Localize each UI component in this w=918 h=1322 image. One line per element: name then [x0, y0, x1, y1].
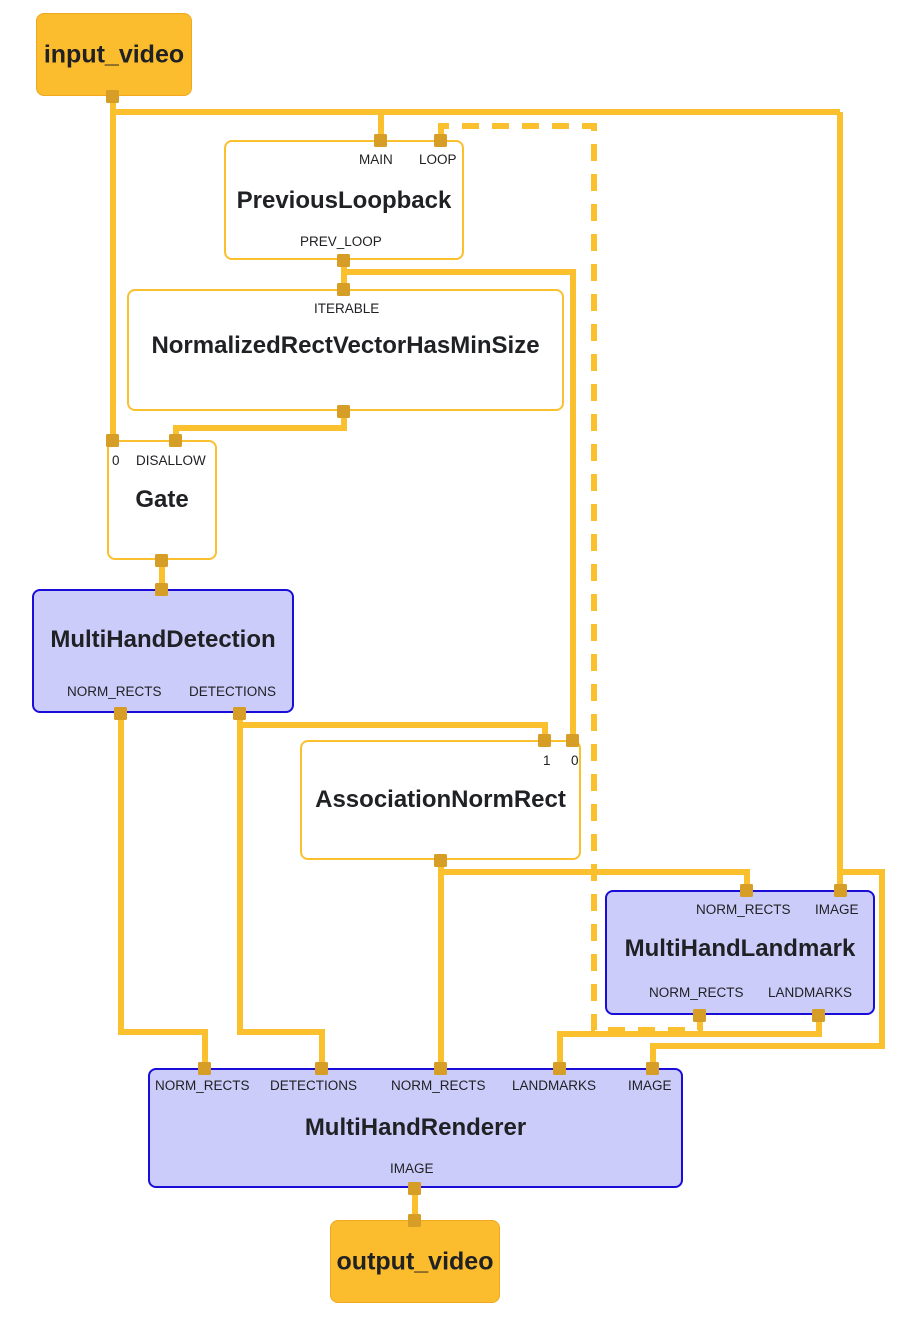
port-rend-norm-rects-2[interactable] — [434, 1062, 447, 1075]
node-label: MultiHandRenderer — [304, 1114, 527, 1141]
node-label: input_video — [43, 40, 185, 68]
port-previousloopback-loop[interactable] — [434, 134, 447, 147]
port-det-in[interactable] — [155, 583, 168, 596]
port-gate-out[interactable] — [155, 554, 168, 567]
edge-det-detections-to-assoc1 — [240, 722, 548, 740]
edge-det-normrects-to-renderer — [118, 713, 208, 1068]
node-associationnormrect[interactable]: AssociationNormRect 1 0 — [300, 740, 581, 860]
edge-assoc-to-landmark-normrects — [441, 869, 750, 890]
port-rend-image-out[interactable] — [408, 1182, 421, 1195]
port-rend-image-in[interactable] — [646, 1062, 659, 1075]
node-gate[interactable]: Gate 0 DISALLOW — [107, 440, 217, 560]
port-rend-detections[interactable] — [315, 1062, 328, 1075]
node-label: MultiHandDetection — [50, 626, 276, 653]
port-label-disallow: DISALLOW — [136, 453, 206, 468]
port-label-lm-out-landmarks: LANDMARKS — [768, 985, 853, 1000]
port-label-rend-norm-rects-2: NORM_RECTS — [391, 1078, 486, 1093]
port-label-rend-landmarks: LANDMARKS — [512, 1078, 597, 1093]
port-lm-out-norm-rects[interactable] — [693, 1009, 706, 1022]
port-gate-0[interactable] — [106, 434, 119, 447]
node-multihandlandmark[interactable]: MultiHandLandmark NORM_RECTS IMAGE NORM_… — [605, 890, 875, 1015]
node-normalizedrectvectorhasminsize[interactable]: NormalizedRectVectorHasMinSize ITERABLE — [127, 289, 564, 411]
port-assoc-0[interactable] — [566, 734, 579, 747]
port-det-norm-rects[interactable] — [114, 707, 127, 720]
node-label: output_video — [336, 1247, 494, 1275]
port-label-main: MAIN — [359, 152, 393, 167]
port-rend-landmarks[interactable] — [553, 1062, 566, 1075]
port-rend-norm-rects-1[interactable] — [198, 1062, 211, 1075]
port-output-video-in[interactable] — [408, 1214, 421, 1227]
port-label-lm-in-image: IMAGE — [815, 902, 859, 917]
port-lm-in-norm-rects[interactable] — [740, 884, 753, 897]
port-label-gate-0: 0 — [112, 453, 120, 468]
edge-input-video-trunk — [110, 96, 840, 115]
port-gate-disallow[interactable] — [169, 434, 182, 447]
port-previousloopback-main[interactable] — [374, 134, 387, 147]
node-multihandrenderer[interactable]: MultiHandRenderer NORM_RECTS DETECTIONS … — [148, 1068, 683, 1188]
node-output-video[interactable]: output_video — [330, 1220, 500, 1303]
port-assoc-1[interactable] — [538, 734, 551, 747]
node-label: MultiHandLandmark — [624, 935, 856, 962]
node-label: Gate — [135, 486, 189, 513]
port-label-iterable: ITERABLE — [314, 301, 380, 316]
port-label-lm-in-norm-rects: NORM_RECTS — [696, 902, 791, 917]
node-input-video[interactable]: input_video — [36, 13, 192, 96]
port-label-rend-image-out: IMAGE — [390, 1161, 434, 1176]
port-label-rend-detections: DETECTIONS — [270, 1078, 358, 1093]
port-minsize-out[interactable] — [337, 405, 350, 418]
node-label: PreviousLoopback — [236, 187, 452, 214]
node-multihanddetection[interactable]: MultiHandDetection NORM_RECTS DETECTIONS — [32, 589, 294, 713]
node-label: NormalizedRectVectorHasMinSize — [151, 332, 540, 359]
port-label-rend-norm-rects-1: NORM_RECTS — [155, 1078, 250, 1093]
port-lm-out-landmarks[interactable] — [812, 1009, 825, 1022]
node-previous-loopback[interactable]: PreviousLoopback MAIN LOOP PREV_LOOP — [224, 140, 464, 260]
port-label-assoc-0: 0 — [571, 753, 579, 768]
port-minsize-iterable[interactable] — [337, 283, 350, 296]
port-label-assoc-1: 1 — [543, 753, 551, 768]
port-label-det-detections: DETECTIONS — [189, 684, 277, 699]
port-label-det-norm-rects: NORM_RECTS — [67, 684, 162, 699]
port-det-detections[interactable] — [233, 707, 246, 720]
port-label-loop: LOOP — [419, 152, 457, 167]
port-lm-in-image[interactable] — [834, 884, 847, 897]
edge-landmarks-to-renderer — [557, 1015, 822, 1068]
port-assoc-out[interactable] — [434, 854, 447, 867]
port-label-prev-loop: PREV_LOOP — [300, 234, 382, 249]
port-previousloopback-prevloop[interactable] — [337, 254, 350, 267]
node-label: AssociationNormRect — [315, 786, 566, 813]
port-label-lm-out-norm-rects: NORM_RECTS — [649, 985, 744, 1000]
port-label-rend-image-in: IMAGE — [628, 1078, 672, 1093]
port-input-video-out[interactable] — [106, 90, 119, 103]
edge-minsize-to-disallow — [173, 411, 347, 440]
